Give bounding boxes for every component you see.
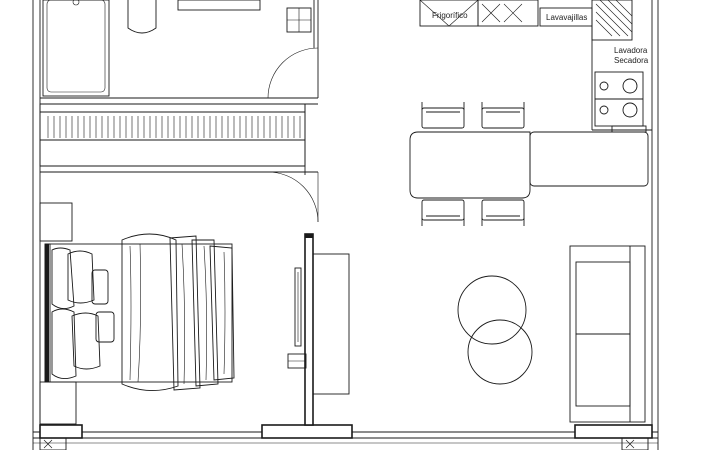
dishwasher: Lavavajillas [477, 0, 593, 27]
bedroom [39, 171, 350, 426]
sofa [569, 245, 646, 423]
kitchen-island [409, 131, 649, 199]
tv-unit [312, 253, 350, 395]
bedroom-partition [304, 233, 314, 426]
column-marker-left [39, 437, 67, 450]
nightstand-bottom [39, 381, 77, 425]
outer-walls [32, 0, 659, 450]
stool-bottom-left [421, 199, 465, 226]
stool-top-right [481, 102, 525, 129]
upper-cabinet [591, 0, 633, 41]
coffee-table-top [457, 275, 527, 345]
wardrobe [39, 103, 318, 175]
bathtub [42, 0, 110, 97]
kitchen: Frigorífico Lavavajillas Lavadora Secado… [409, 0, 652, 226]
washer-label-line2: Secadora [614, 56, 649, 65]
pillow-top [51, 247, 75, 309]
washer-dryer: Lavadora Secadora [614, 46, 649, 65]
bathroom [40, 0, 319, 105]
tv-screen [294, 267, 302, 347]
toilet [127, 0, 157, 34]
living-room [457, 245, 646, 423]
column-marker-right [621, 437, 649, 450]
cooktop [594, 71, 644, 127]
fridge-label: Frigorífico [432, 11, 468, 20]
bathroom-door [267, 47, 319, 99]
pillow-bottom [51, 308, 77, 379]
dishwasher-label: Lavavajillas [546, 13, 587, 22]
stool-bottom-right [481, 199, 525, 226]
bed [44, 233, 235, 391]
washer-label-line1: Lavadora [614, 46, 648, 55]
wardrobe-hangers [47, 116, 301, 138]
bathroom-sink [177, 0, 261, 11]
nightstand-top [39, 202, 73, 242]
coffee-table-bottom [467, 319, 533, 385]
duvet [121, 233, 179, 391]
fridge: Frigorífico [419, 0, 479, 27]
stool-top-left [421, 102, 465, 129]
